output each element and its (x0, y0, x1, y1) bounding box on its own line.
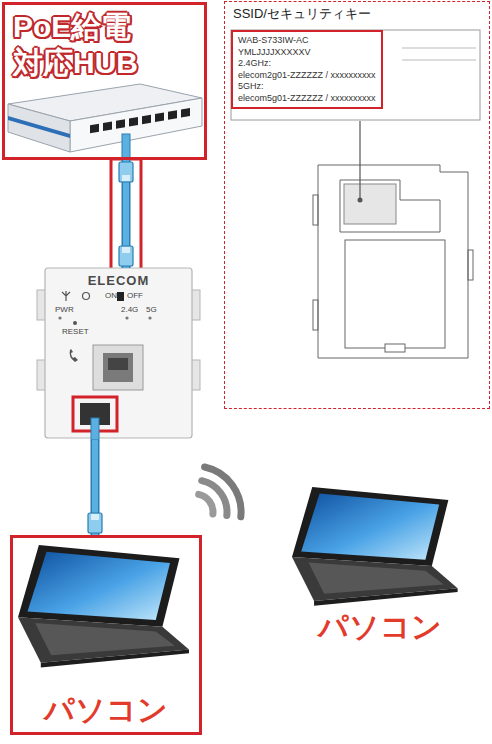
led (125, 316, 128, 319)
plug-latch (91, 514, 99, 520)
hub-side (8, 104, 70, 152)
led (148, 316, 151, 319)
hub-port (181, 108, 190, 118)
hub-port (90, 124, 99, 134)
cable-highlight (111, 159, 141, 270)
wireless-pc: パソコン (290, 485, 470, 647)
hub-title: PoE給電 対応HUB (13, 9, 153, 81)
panel-marking: RESET (62, 327, 89, 337)
hub-port (129, 117, 138, 127)
lan-cable (88, 440, 102, 535)
plug-latch (122, 175, 130, 181)
leader-line (359, 121, 360, 200)
antenna-icon (62, 291, 70, 301)
panel-title: SSID/セキュリティキー (233, 6, 481, 22)
lan-cable (119, 160, 133, 268)
pc-box: パソコン (10, 535, 202, 735)
plate-rule (402, 60, 476, 61)
upper-recess (340, 180, 440, 232)
rj45-plug (88, 513, 102, 533)
led (58, 316, 61, 319)
phone-jack (93, 345, 143, 390)
power-switch (117, 292, 124, 301)
laptop-illustration (18, 545, 189, 668)
laptop-screen (301, 493, 439, 559)
hub-ports (90, 108, 190, 133)
laptop-keyboard (309, 562, 444, 593)
ssid-line: WAB-S733IW-AC (238, 35, 376, 47)
brand-logo: ELECOM (37, 273, 200, 288)
lower-recess (345, 240, 445, 348)
reset-hole (73, 321, 77, 325)
hub-port (168, 110, 177, 120)
phone-icon (70, 349, 78, 362)
hub-illustration (8, 84, 202, 152)
wps-button (83, 293, 90, 300)
hub-box: PoE給電 対応HUB (2, 2, 207, 160)
panel-marking: 2.4G (121, 305, 138, 315)
mount-tab (313, 195, 318, 225)
rj45-plug (119, 162, 133, 182)
ssid-line: 5GHz: (238, 81, 376, 93)
hub-port (155, 112, 164, 122)
wifi-arc (202, 481, 227, 516)
laptop-edge (41, 650, 189, 668)
ssid-line: YMLJJJJXXXXXV (238, 47, 376, 59)
laptop-bezel (18, 545, 180, 627)
panel-marking: OFF (127, 291, 143, 301)
recess-notch (385, 344, 405, 352)
label-sticker (344, 184, 396, 224)
mount-tab (468, 250, 473, 280)
hub-port (103, 122, 112, 132)
hub-front (70, 98, 202, 152)
plate-rule (402, 48, 476, 49)
panel-marking: 5G (146, 305, 157, 315)
ap-body (45, 268, 192, 438)
mount-tab (313, 300, 318, 330)
plug-latch (122, 247, 130, 253)
access-point-illustration (37, 268, 200, 438)
wifi-arc (199, 494, 213, 514)
wifi-arc (205, 467, 241, 517)
pc-label: パソコン (44, 692, 168, 728)
panel-marking: ON (105, 291, 117, 301)
jack-slot (108, 358, 128, 370)
access-point: ELECOM (37, 268, 200, 440)
ssid-line: elecom2g01-ZZZZZZ / xxxxxxxxxx (238, 70, 376, 82)
wifi-waves (199, 467, 241, 517)
ssid-line: 2.4GHz: (238, 58, 376, 70)
cable-core (123, 160, 129, 268)
laptop-base (292, 557, 458, 601)
hub-port (116, 119, 125, 129)
device-back-view (313, 165, 473, 358)
hub-stripe (8, 116, 70, 138)
pc-label: パソコン (318, 609, 442, 645)
cable-stub (122, 134, 130, 158)
ssid-line: elecom5g01-ZZZZZZ / xxxxxxxxxx (238, 93, 376, 105)
laptop-illustration (292, 487, 458, 606)
ssid-panel: SSID/セキュリティキー WAB-S733IW-ACYMLJJJJXXXXXV2… (224, 1, 490, 409)
rj45-plug (119, 246, 133, 266)
laptop-keyboard (35, 623, 175, 655)
hub-port (142, 115, 151, 125)
panel-marking: PWR (55, 305, 74, 315)
ssid-label: WAB-S733IW-ACYMLJJJJXXXXXV2.4GHz:elecom2… (231, 30, 383, 109)
cable-stub (91, 418, 99, 440)
cable-outline (122, 160, 131, 268)
laptop-screen (28, 552, 171, 620)
jack-opening (103, 353, 133, 382)
leader-dot (358, 198, 363, 203)
label-plate (231, 30, 480, 120)
laptop-edge (314, 588, 458, 605)
laptop-base (18, 617, 189, 663)
laptop-bezel (292, 487, 448, 566)
device-outline (318, 165, 468, 358)
